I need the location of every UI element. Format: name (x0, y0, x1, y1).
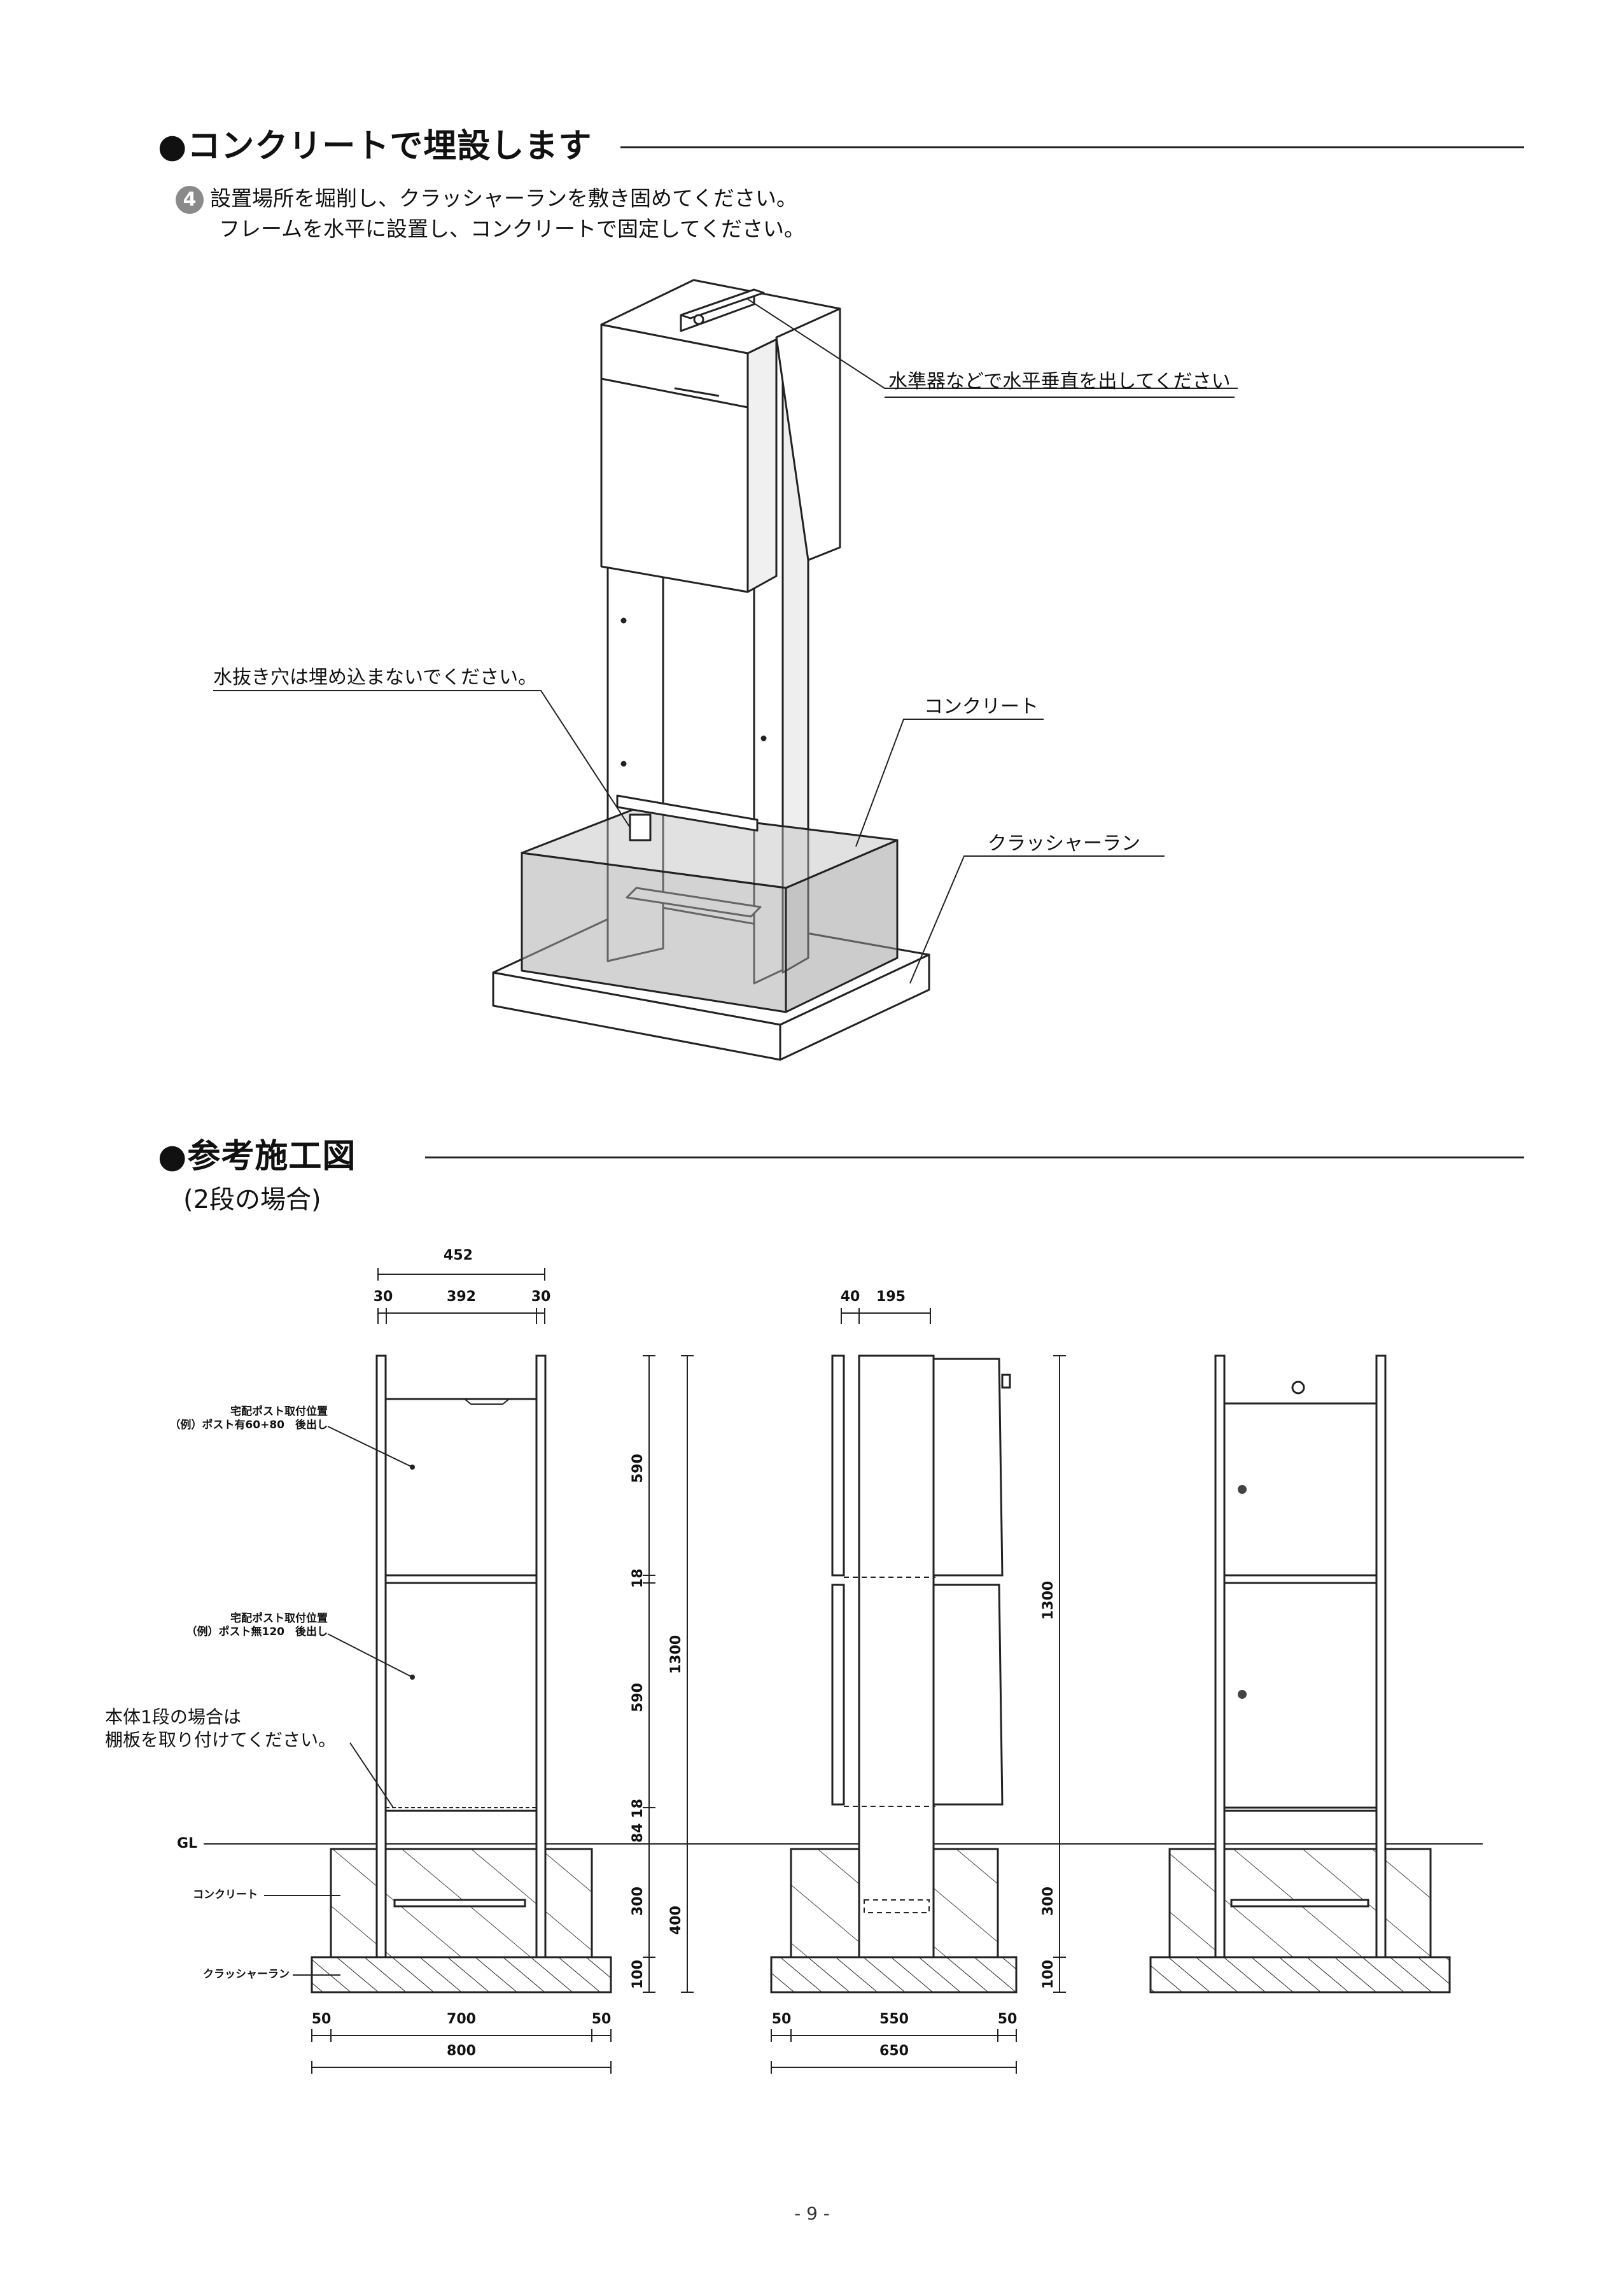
vdim-1300-side: 1300 (1040, 1580, 1056, 1620)
base-front-left: 50 (311, 2011, 332, 2027)
vdim-300: 300 (630, 1887, 646, 1916)
callout-level: 水準器などで水平垂直を出してください (885, 370, 1235, 398)
section-heading-concrete: ●コンクリートで埋設します (158, 127, 592, 165)
mount-upper-line1: 宅配ポスト取付位置 (230, 1405, 328, 1418)
front-left-post (375, 1354, 387, 1958)
vdim-84-18: 84 18 (630, 1799, 646, 1843)
dim-side-b: 195 (876, 1289, 906, 1305)
mount-lower-line1: 宅配ポスト取付位置 (230, 1612, 328, 1625)
back-crusher-run (1149, 1956, 1451, 1993)
dim-total-width: 452 (444, 1248, 473, 1263)
base-front-total: 800 (447, 2043, 476, 2059)
section-heading-reference: ●参考施工図 (158, 1137, 356, 1176)
note-line1: 本体1段の場合は (105, 1706, 241, 1727)
vdim-300-side: 300 (1040, 1887, 1056, 1916)
base-front-right: 50 (591, 2011, 612, 2027)
isometric-installation-illustration (213, 279, 1238, 1061)
vdim-100: 100 (630, 1960, 646, 1989)
note-line2: 棚板を取り付けてください。 (105, 1729, 337, 1750)
step-4-line2: フレームを水平に設置し、コンクリートで固定してください。 (219, 215, 805, 243)
callout-drain-text: 水抜き穴は埋め込まないでください。 (213, 666, 538, 689)
callout-crusher: クラッシャーラン (988, 833, 1140, 855)
technical-drawings (204, 1268, 1483, 2074)
crusher-label: クラッシャーラン (203, 1968, 290, 1981)
front-crusher-run (311, 1956, 612, 1993)
concrete-label: コンクリート (193, 1888, 258, 1901)
vdim-1300: 1300 (668, 1635, 684, 1674)
gl-label: GL (177, 1836, 198, 1852)
vdim-590-upper: 590 (630, 1454, 646, 1483)
dim-left: 30 (373, 1289, 393, 1305)
single-tier-note: 本体1段の場合は 棚板を取り付けてください。 (105, 1706, 336, 1752)
back-left-post (1214, 1354, 1226, 1958)
vdim-100-side: 100 (1040, 1960, 1056, 1989)
heading-rule-2 (425, 1157, 1524, 1158)
callout-drain: 水抜き穴は埋め込まないでください。 (213, 666, 537, 689)
base-side-total: 650 (879, 2043, 909, 2059)
step-text-1: 設置場所を堀削し、クラッシャーランを敷き固めてください。 (210, 186, 798, 211)
side-post (858, 1354, 935, 1958)
vdim-18: 18 (630, 1568, 646, 1588)
base-side-right: 50 (997, 2011, 1018, 2027)
front-right-post (535, 1354, 547, 1958)
callout-level-text: 水準器などで水平垂直を出してください (885, 370, 1235, 398)
dim-center: 392 (447, 1289, 476, 1305)
base-front-center: 700 (447, 2011, 476, 2027)
section-subtitle: (2段の場合) (183, 1185, 321, 1214)
callout-concrete: コンクリート (924, 696, 1039, 719)
dim-side-a: 40 (840, 1289, 860, 1305)
step-text-2: フレームを水平に設置し、コンクリートで固定してください。 (219, 216, 806, 241)
mount-upper-label: 宅配ポスト取付位置 （例）ポスト有60+80 後出し (146, 1405, 328, 1432)
heading-rule (620, 146, 1524, 148)
back-right-post (1375, 1354, 1387, 1958)
dim-right: 30 (531, 1289, 551, 1305)
callout-concrete-text: コンクリート (924, 696, 1039, 718)
vdim-590-lower: 590 (630, 1683, 646, 1712)
mount-lower-line2: （例）ポスト無120 後出し (186, 1626, 328, 1638)
mount-upper-line2: （例）ポスト有60+80 後出し (169, 1419, 328, 1431)
side-crusher-run (770, 1956, 1018, 1993)
base-side-left: 50 (771, 2011, 792, 2027)
page-number: - 9 - (794, 2203, 830, 2224)
vdim-400: 400 (668, 1906, 684, 1935)
step-number-badge: 4 (176, 185, 204, 214)
callout-crusher-text: クラッシャーラン (988, 833, 1140, 855)
mount-lower-label: 宅配ポスト取付位置 （例）ポスト無120 後出し (146, 1612, 328, 1639)
base-side-center: 550 (879, 2011, 909, 2027)
